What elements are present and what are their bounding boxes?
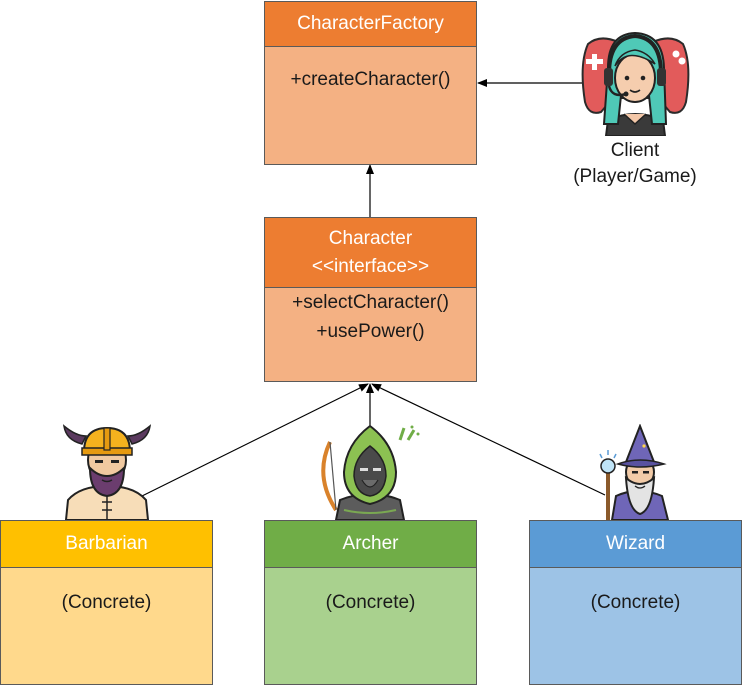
archer-title: Archer <box>342 533 399 554</box>
character-interface-header: Character <<interface>> <box>265 218 476 288</box>
barbarian-title: Barbarian <box>65 533 148 554</box>
wizard-icon <box>599 424 670 520</box>
archer-header: Archer <box>265 521 476 568</box>
character-interface-body: +selectCharacter() +usePower() <box>265 288 476 381</box>
archer-box: Archer (Concrete) <box>264 520 477 685</box>
wizard-box: Wizard (Concrete) <box>529 520 742 685</box>
wizard-note: (Concrete) <box>590 592 681 613</box>
character-interface-box: Character <<interface>> +selectCharacter… <box>264 217 477 382</box>
arrow-barbarian-to-character <box>139 383 369 498</box>
barbarian-header: Barbarian <box>1 521 212 568</box>
arrow-wizard-to-character <box>371 383 606 496</box>
barbarian-note: (Concrete) <box>61 592 152 613</box>
select-character-method: +selectCharacter() <box>292 292 449 313</box>
wizard-header: Wizard <box>530 521 741 568</box>
barbarian-icon <box>62 424 152 520</box>
create-character-method: +createCharacter() <box>290 69 451 90</box>
character-interface-title: Character <box>328 227 413 249</box>
archer-icon <box>321 424 420 520</box>
character-factory-body: +createCharacter() <box>265 47 476 164</box>
gamer-with-headset-icon <box>581 31 690 136</box>
use-power-method: +usePower() <box>316 321 425 342</box>
client-label-line1: Client <box>610 140 660 161</box>
barbarian-box: Barbarian (Concrete) <box>0 520 213 685</box>
character-factory-box: CharacterFactory +createCharacter() <box>264 1 477 165</box>
wizard-title: Wizard <box>605 533 666 554</box>
client-label-line2: (Player/Game) <box>573 166 697 187</box>
client-label: Client (Player/Game) <box>545 138 725 190</box>
archer-note: (Concrete) <box>325 592 416 613</box>
archer-body: (Concrete) <box>265 568 476 684</box>
interface-stereotype: <<interface>> <box>311 255 430 277</box>
character-factory-header: CharacterFactory <box>265 2 476 47</box>
character-factory-title: CharacterFactory <box>297 13 444 34</box>
barbarian-body: (Concrete) <box>1 568 212 684</box>
wizard-body: (Concrete) <box>530 568 741 684</box>
